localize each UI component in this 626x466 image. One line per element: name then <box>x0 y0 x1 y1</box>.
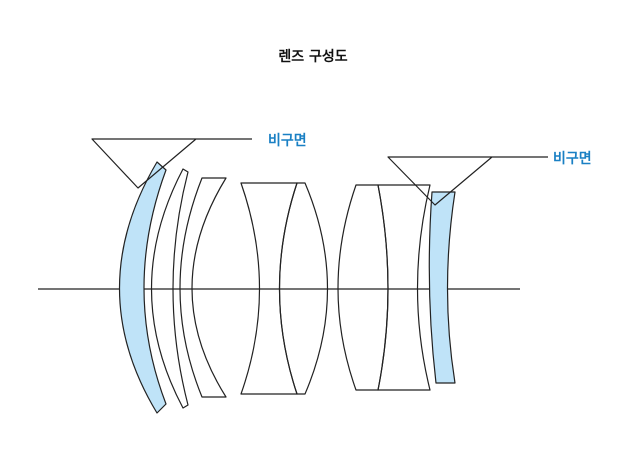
aspheric-callout-left <box>91 138 252 189</box>
lens-element-7 <box>377 184 431 391</box>
lens-element-2 <box>151 168 189 409</box>
lens-element-8-aspheric <box>428 191 456 384</box>
lens-element-5 <box>278 182 329 395</box>
lens-element-1-aspheric <box>119 161 167 414</box>
page-title: 렌즈 구성도 <box>278 49 348 65</box>
lens-element-6 <box>337 184 389 391</box>
aspheric-label-right: 비구면 <box>553 151 592 167</box>
aspheric-label-left: 비구면 <box>268 133 307 149</box>
aspheric-callout-right <box>387 156 548 206</box>
lens-element-3 <box>179 177 227 398</box>
